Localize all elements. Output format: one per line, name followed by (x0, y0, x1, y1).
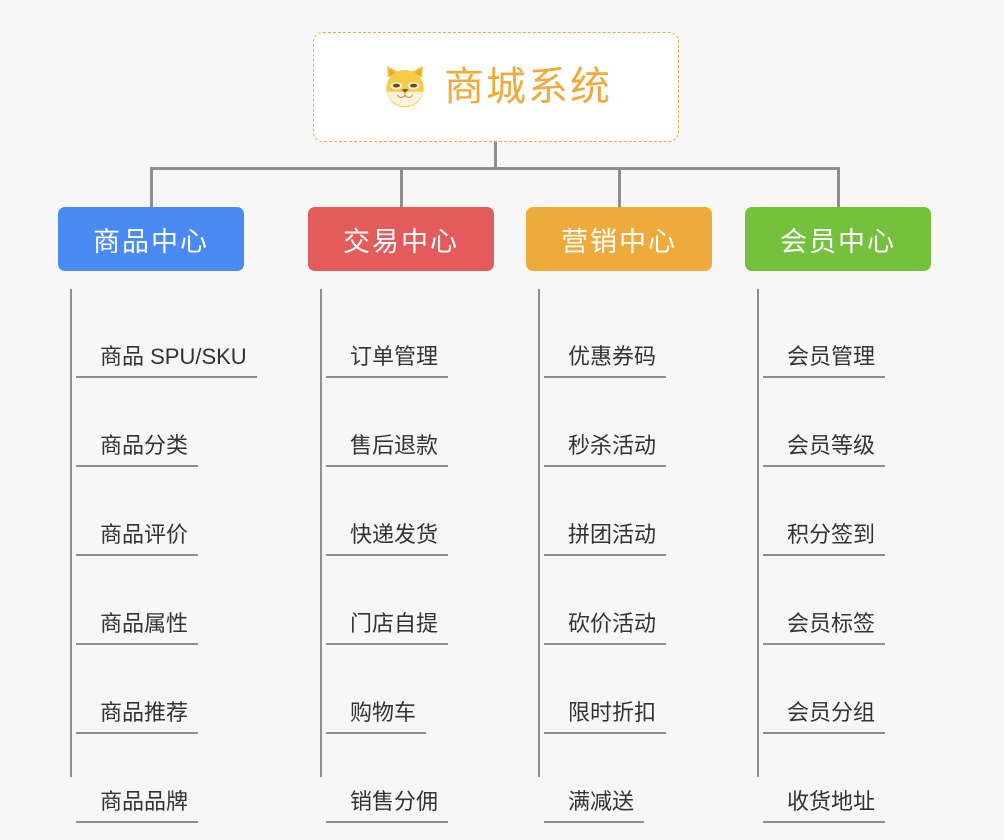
leaf-label: 商品推荐 (76, 700, 199, 734)
leaf-label: 满减送 (544, 789, 645, 823)
shiba-dog-icon (386, 65, 424, 108)
leaf-item[interactable]: 商品分类 (76, 378, 244, 467)
connector-drop-1 (150, 167, 153, 207)
leaf-item[interactable]: 会员管理 (763, 289, 931, 378)
root-node[interactable]: 商城系统 (313, 32, 679, 142)
leaf-label: 会员标签 (763, 611, 886, 645)
leaf-item[interactable]: 商品评价 (76, 467, 244, 556)
leaf-label: 销售分佣 (326, 789, 449, 823)
leaf-label: 门店自提 (326, 611, 449, 645)
leaf-label: 会员管理 (763, 344, 886, 378)
leaf-item[interactable]: 门店自提 (326, 556, 494, 645)
leaf-label: 积分签到 (763, 522, 886, 556)
leaf-item[interactable]: 销售分佣 (326, 734, 494, 823)
category-header-3[interactable]: 营销中心 (526, 207, 712, 271)
leaf-label: 会员分组 (763, 700, 886, 734)
leaf-label: 售后退款 (326, 433, 449, 467)
leaf-list-4: 会员管理 会员等级 积分签到 会员标签 会员分组 收货地址 (745, 289, 931, 823)
leaf-item[interactable]: 限时折扣 (544, 645, 712, 734)
leaf-item[interactable]: 商品品牌 (76, 734, 244, 823)
leaf-list-1: 商品 SPU/SKU 商品分类 商品评价 商品属性 商品推荐 商品品牌 (58, 289, 257, 823)
leaf-trunk (70, 289, 72, 777)
connector-drop-2 (400, 167, 403, 207)
leaf-label: 秒杀活动 (544, 433, 667, 467)
root-title: 商城系统 (444, 65, 612, 109)
leaf-item[interactable]: 售后退款 (326, 378, 494, 467)
leaf-trunk (538, 289, 540, 777)
leaf-label: 商品分类 (76, 433, 199, 467)
leaf-item[interactable]: 订单管理 (326, 289, 494, 378)
category-column-1: 商品中心 商品 SPU/SKU 商品分类 商品评价 商品属性 商品推荐 商品品牌 (58, 207, 257, 823)
category-header-label: 会员中心 (780, 226, 896, 257)
leaf-item[interactable]: 会员分组 (763, 645, 931, 734)
leaf-item[interactable]: 满减送 (544, 734, 712, 823)
connector-horizontal-bus (150, 167, 840, 170)
leaf-item[interactable]: 购物车 (326, 645, 494, 734)
category-header-2[interactable]: 交易中心 (308, 207, 494, 271)
category-header-label: 营销中心 (561, 226, 677, 257)
leaf-item[interactable]: 积分签到 (763, 467, 931, 556)
leaf-label: 订单管理 (326, 344, 449, 378)
leaf-item[interactable]: 会员标签 (763, 556, 931, 645)
category-header-4[interactable]: 会员中心 (745, 207, 931, 271)
category-column-3: 营销中心 优惠券码 秒杀活动 拼团活动 砍价活动 限时折扣 满减送 (526, 207, 712, 823)
leaf-trunk (320, 289, 322, 777)
leaf-item[interactable]: 商品属性 (76, 556, 244, 645)
leaf-item[interactable]: 快递发货 (326, 467, 494, 556)
leaf-label: 商品属性 (76, 611, 199, 645)
leaf-label: 拼团活动 (544, 522, 667, 556)
leaf-item[interactable]: 商品 SPU/SKU (76, 289, 257, 378)
leaf-label: 商品 SPU/SKU (76, 344, 257, 378)
leaf-item[interactable]: 商品推荐 (76, 645, 244, 734)
leaf-list-2: 订单管理 售后退款 快递发货 门店自提 购物车 销售分佣 (308, 289, 494, 823)
leaf-label: 收货地址 (763, 789, 886, 823)
category-column-4: 会员中心 会员管理 会员等级 积分签到 会员标签 会员分组 收货地址 (745, 207, 931, 823)
leaf-label: 购物车 (326, 700, 427, 734)
leaf-item[interactable]: 砍价活动 (544, 556, 712, 645)
leaf-trunk (757, 289, 759, 777)
connector-drop-4 (837, 167, 840, 207)
connector-drop-3 (618, 167, 621, 207)
leaf-item[interactable]: 优惠券码 (544, 289, 712, 378)
leaf-item[interactable]: 收货地址 (763, 734, 931, 823)
leaf-item[interactable]: 拼团活动 (544, 467, 712, 556)
leaf-label: 商品评价 (76, 522, 199, 556)
category-header-label: 交易中心 (343, 226, 459, 257)
category-header-1[interactable]: 商品中心 (58, 207, 244, 271)
leaf-label: 砍价活动 (544, 611, 667, 645)
category-column-2: 交易中心 订单管理 售后退款 快递发货 门店自提 购物车 销售分佣 (308, 207, 494, 823)
leaf-list-3: 优惠券码 秒杀活动 拼团活动 砍价活动 限时折扣 满减送 (526, 289, 712, 823)
leaf-label: 限时折扣 (544, 700, 667, 734)
connector-root-stem (494, 142, 497, 169)
leaf-label: 快递发货 (326, 522, 449, 556)
leaf-label: 会员等级 (763, 433, 886, 467)
category-header-label: 商品中心 (93, 226, 209, 257)
leaf-item[interactable]: 秒杀活动 (544, 378, 712, 467)
leaf-label: 优惠券码 (544, 344, 667, 378)
leaf-item[interactable]: 会员等级 (763, 378, 931, 467)
leaf-label: 商品品牌 (76, 789, 199, 823)
